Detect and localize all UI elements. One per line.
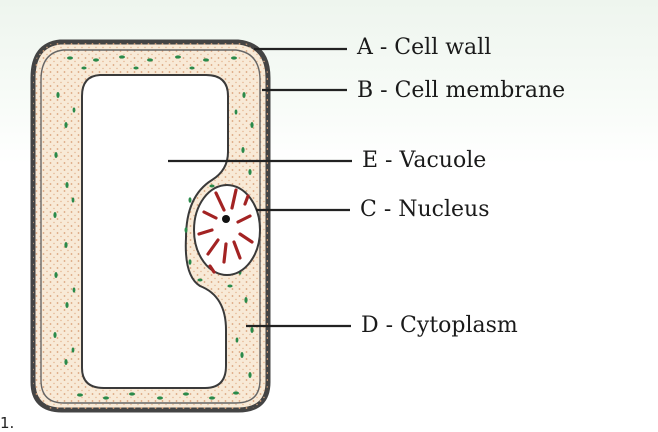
label-nucleus: C - Nucleus	[360, 199, 490, 221]
label-vacuole: E - Vacuole	[362, 150, 486, 172]
nucleolus	[222, 215, 230, 223]
figure-number: 1.	[0, 414, 14, 432]
label-cell-membrane: B - Cell membrane	[357, 80, 565, 102]
label-cytoplasm: D - Cytoplasm	[361, 315, 518, 337]
label-cell-wall: A - Cell wall	[357, 37, 491, 59]
nucleus	[194, 185, 260, 275]
